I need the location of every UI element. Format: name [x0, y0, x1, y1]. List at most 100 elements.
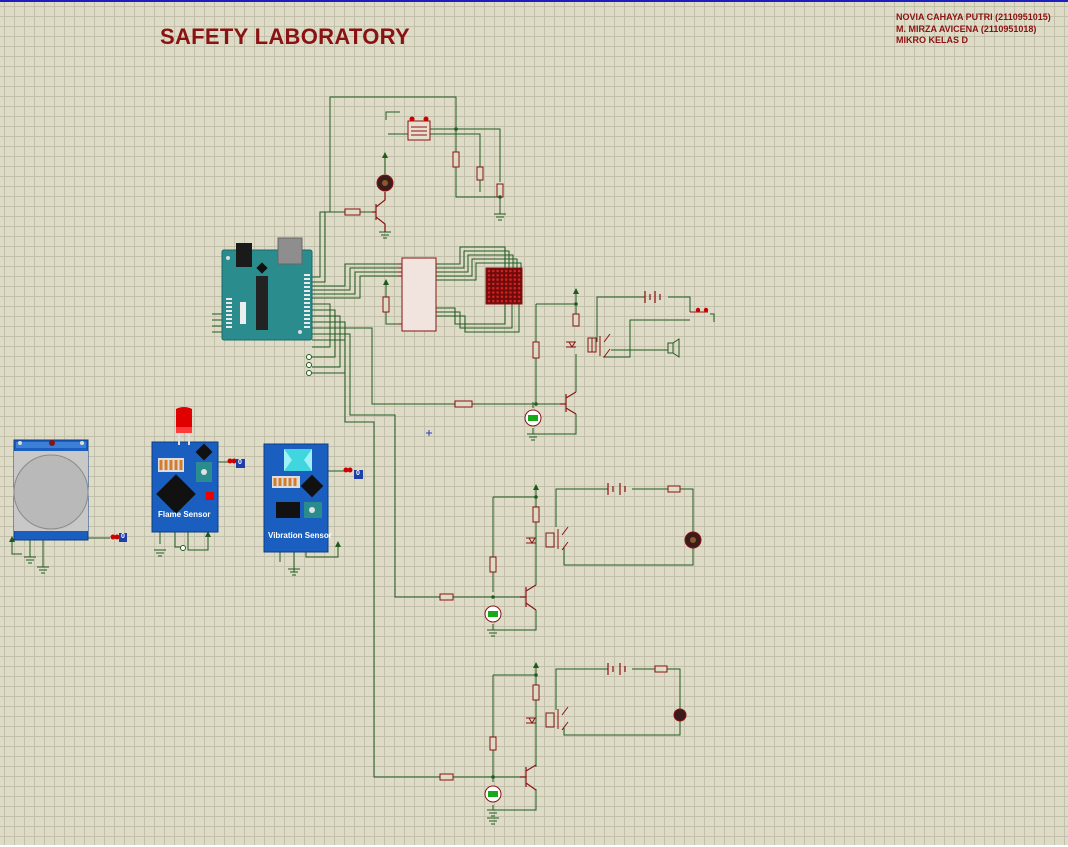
lamp	[673, 708, 687, 722]
speaker	[667, 338, 680, 358]
matrix-dot	[492, 282, 495, 286]
matrix-dot	[500, 286, 504, 290]
driver-ic	[398, 257, 437, 332]
matrix-dot	[504, 282, 508, 286]
matrix-dot	[492, 274, 495, 277]
matrix-dot	[487, 274, 491, 277]
led-matrix	[485, 267, 523, 305]
matrix-dot	[509, 278, 512, 281]
matrix-dot	[492, 269, 495, 273]
matrix-dot	[487, 269, 491, 273]
matrix-dot	[504, 295, 508, 299]
arduino-pin	[304, 286, 310, 288]
arduino-pin	[304, 298, 310, 300]
matrix-dot	[500, 274, 504, 277]
matrix-dot	[487, 286, 491, 290]
matrix-dot	[504, 278, 508, 281]
matrix-dot	[487, 299, 491, 303]
arduino-pin	[304, 318, 310, 320]
arduino-pin	[226, 326, 232, 328]
probe-flame	[227, 458, 245, 468]
matrix-dot	[513, 269, 517, 273]
arduino-board	[221, 237, 313, 341]
matrix-dot	[513, 274, 517, 277]
matrix-dot	[517, 269, 521, 273]
arduino-pin	[304, 310, 310, 312]
led-indicators	[484, 409, 542, 803]
transistors	[372, 192, 577, 791]
matrix-dot	[487, 291, 491, 294]
matrix-dot	[513, 278, 517, 281]
arduino-pin	[226, 322, 232, 324]
matrix-dot	[500, 282, 504, 286]
matrix-dot	[509, 295, 512, 299]
matrix-dot	[487, 278, 491, 281]
matrix-dot	[496, 274, 499, 277]
vibration-probe-value: 0	[356, 470, 360, 477]
arduino-pin	[304, 274, 310, 276]
matrix-dot	[496, 278, 499, 281]
matrix-dot	[500, 291, 504, 294]
vibration-sensor-label: Vibration Sensor	[268, 531, 332, 540]
pir-probe-value: 0	[121, 533, 125, 540]
resistors	[344, 151, 681, 781]
arduino-pin	[226, 314, 232, 316]
led-indicator-1	[524, 409, 542, 427]
matrix-dot	[517, 286, 521, 290]
matrix-dot	[487, 295, 491, 299]
arduino-pin	[226, 298, 232, 300]
matrix-dot	[517, 282, 521, 286]
flame-probe-value: 0	[238, 459, 242, 466]
matrix-dot	[513, 299, 517, 303]
matrix-dot	[492, 299, 495, 303]
matrix-dot	[504, 286, 508, 290]
matrix-dot	[513, 282, 517, 286]
matrix-dot	[509, 299, 512, 303]
relays	[526, 333, 611, 731]
author-line-2: M. MIRZA AVICENA (2110951018)	[896, 23, 1037, 34]
matrix-dot	[504, 269, 508, 273]
arduino-pin	[226, 318, 232, 320]
matrix-dot	[500, 278, 504, 281]
arduino-pin	[226, 310, 232, 312]
matrix-dot	[496, 269, 499, 273]
arduino-pin	[304, 302, 310, 304]
matrix-dot	[513, 291, 517, 294]
matrix-dot	[492, 286, 495, 290]
matrix-dot	[496, 286, 499, 290]
arduino-pin	[304, 294, 310, 296]
matrix-dot	[492, 291, 495, 294]
arduino-pin	[304, 278, 310, 280]
matrix-dot	[496, 291, 499, 294]
matrix-dot	[513, 286, 517, 290]
arduino-pin	[304, 290, 310, 292]
vibration-sensor-board	[263, 443, 329, 553]
arduino-pin	[304, 326, 310, 328]
matrix-dot	[500, 299, 504, 303]
matrix-dot	[504, 291, 508, 294]
gas-sensor	[407, 116, 431, 141]
matrix-dot	[517, 291, 521, 294]
matrix-dot	[500, 295, 504, 299]
matrix-dot	[509, 291, 512, 294]
author-block: NOVIA CAHAYA PUTRI (2110951015) M. MIRZA…	[896, 12, 1051, 47]
matrix-dot	[509, 286, 512, 290]
matrix-dot	[513, 295, 517, 299]
matrix-dot	[492, 295, 495, 299]
author-line-1: NOVIA CAHAYA PUTRI (2110951015)	[896, 12, 1051, 22]
arduino-pin	[304, 314, 310, 316]
matrix-dot	[500, 269, 504, 273]
matrix-dot	[517, 278, 521, 281]
matrix-dot	[509, 282, 512, 286]
matrix-dot	[517, 274, 521, 277]
class-line: MIKRO KELAS D	[896, 35, 968, 45]
matrix-dot	[509, 274, 512, 277]
flame-sensor-board	[151, 407, 219, 533]
batteries	[607, 291, 661, 675]
matrix-dot	[496, 299, 499, 303]
matrix-dot	[492, 278, 495, 281]
led-indicator-2	[484, 605, 502, 623]
probe-vibration	[343, 467, 363, 479]
